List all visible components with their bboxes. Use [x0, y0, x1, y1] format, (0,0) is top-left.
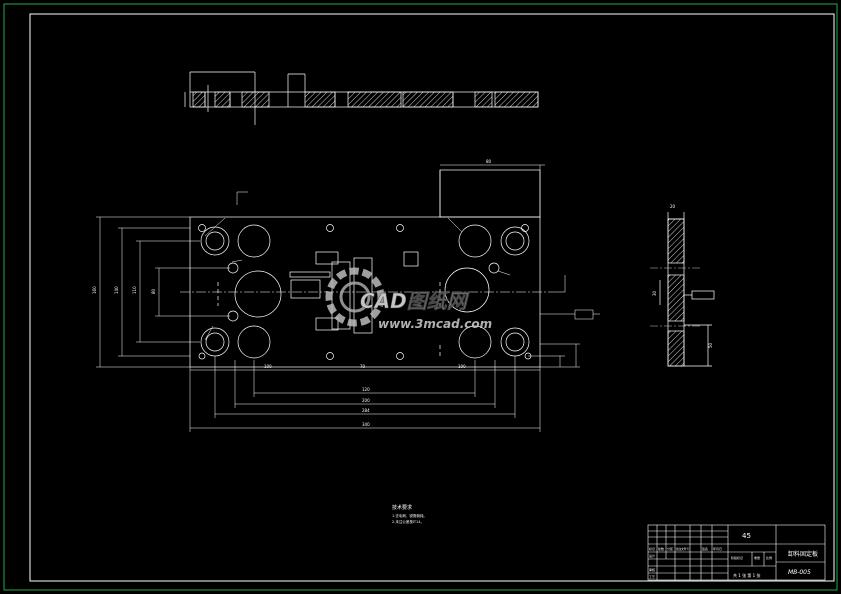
- label-ratio: 比例: [766, 555, 772, 560]
- notes-heading: 技术要求: [392, 504, 412, 511]
- notes-line-1: 1.去毛刺，锐角倒钝。: [392, 513, 427, 518]
- label-change-doc: 更改文件号: [676, 547, 689, 551]
- plan-view: [180, 169, 555, 368]
- label-weight: 重量: [754, 555, 760, 560]
- dim-center-span: 120: [362, 387, 370, 392]
- drawing-number-text: MB-005: [788, 569, 811, 576]
- dim-side-height: 50: [708, 342, 713, 348]
- label-signature: 签名: [702, 546, 708, 551]
- watermark: CAD图纸网 www.3mcad.com: [325, 267, 492, 331]
- label-count: 处数: [658, 546, 664, 551]
- part-name-text: 卸料固定板: [788, 550, 818, 558]
- dim-width-outer: 140: [114, 286, 119, 294]
- label-stage: 阶段标记: [731, 555, 743, 560]
- watermark-url: www.3mcad.com: [378, 317, 492, 331]
- gear-logo-icon: [325, 267, 385, 327]
- dim-thickness: 20: [670, 204, 676, 209]
- dim-width-mid: 110: [132, 286, 137, 294]
- dim-left-offset: 100: [264, 364, 272, 369]
- side-section-view: [650, 212, 715, 367]
- dim-overall-width: 160: [92, 286, 97, 294]
- label-date: 年月日: [713, 546, 722, 551]
- label-process: 工艺: [649, 574, 655, 579]
- dim-inner-spacing-x: 200: [362, 398, 370, 403]
- dim-middle-span: 70: [360, 364, 366, 369]
- dim-width-inner: 80: [151, 288, 156, 294]
- label-designer: 设计: [649, 553, 655, 558]
- label-mark: 标记: [649, 546, 655, 551]
- sheet-count-text: 共 1 张 第 1 张: [733, 572, 760, 578]
- top-section-view: [184, 71, 539, 125]
- plan-dimensions: [96, 164, 600, 432]
- title-block: [647, 524, 826, 581]
- inner-border: [29, 13, 835, 582]
- dim-overall-length: 340: [362, 422, 370, 427]
- material-text: 45: [742, 532, 751, 540]
- dim-top-extent: 80: [486, 159, 492, 164]
- title-block-labels: 标记 处数 分区 更改文件号 签名 年月日 设计 审核 工艺 阶段标记 重量 比…: [649, 546, 772, 579]
- label-reviewer: 审核: [649, 567, 655, 572]
- dim-slot-width: 30: [652, 290, 657, 296]
- label-zone: 分区: [667, 546, 673, 551]
- dim-right-offset: 100: [458, 364, 466, 369]
- outer-border: [3, 3, 838, 591]
- notes-line-2: 2.未注公差按IT14。: [392, 519, 424, 524]
- watermark-brand: CAD图纸网: [360, 289, 470, 313]
- dim-hole-spacing-x: 284: [362, 408, 370, 413]
